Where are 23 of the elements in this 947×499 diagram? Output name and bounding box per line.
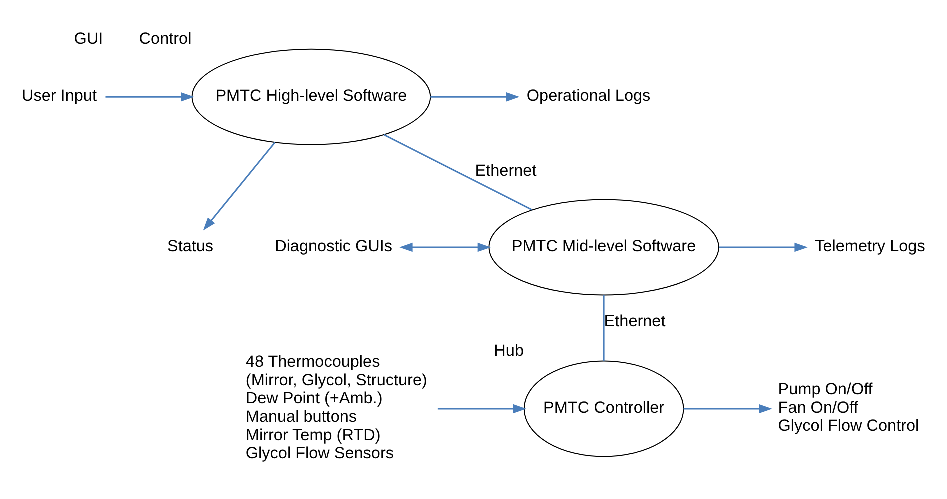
arrow [718, 242, 808, 252]
edge-label: Ethernet [604, 312, 666, 331]
node-text: Diagnostic GUIs [274, 237, 392, 256]
node-text: Status [167, 237, 214, 256]
node-text: 48 Thermocouples (Mirror, Glycol, Structure) Dew Point (+Amb.) Manual buttons Mirror Temp (RTD) Glycol Flow Sensors [245, 353, 427, 463]
node-text: Operational Logs [526, 86, 650, 105]
node-label: Hub [494, 342, 524, 360]
node-ellipse: PMTC Mid-level Software [488, 199, 719, 296]
edge-label: Ethernet [474, 162, 536, 180]
arrow [437, 404, 526, 414]
node-ellipse: PMTC High-level Software [191, 48, 431, 146]
connector [383, 134, 532, 211]
node-ellipse: PMTC Controller [523, 360, 684, 458]
node-text: Pump On/Off Fan On/Off Glycol Flow Control [778, 380, 919, 436]
arrow [105, 92, 194, 102]
arrow [399, 242, 491, 252]
arrow [430, 92, 520, 102]
arrow [202, 142, 276, 231]
node-label: GUI Control [74, 30, 192, 48]
node-text: User Input [21, 86, 96, 105]
connector [602, 295, 604, 362]
node-text: Telemetry Logs [814, 237, 925, 256]
arrow [683, 404, 772, 414]
